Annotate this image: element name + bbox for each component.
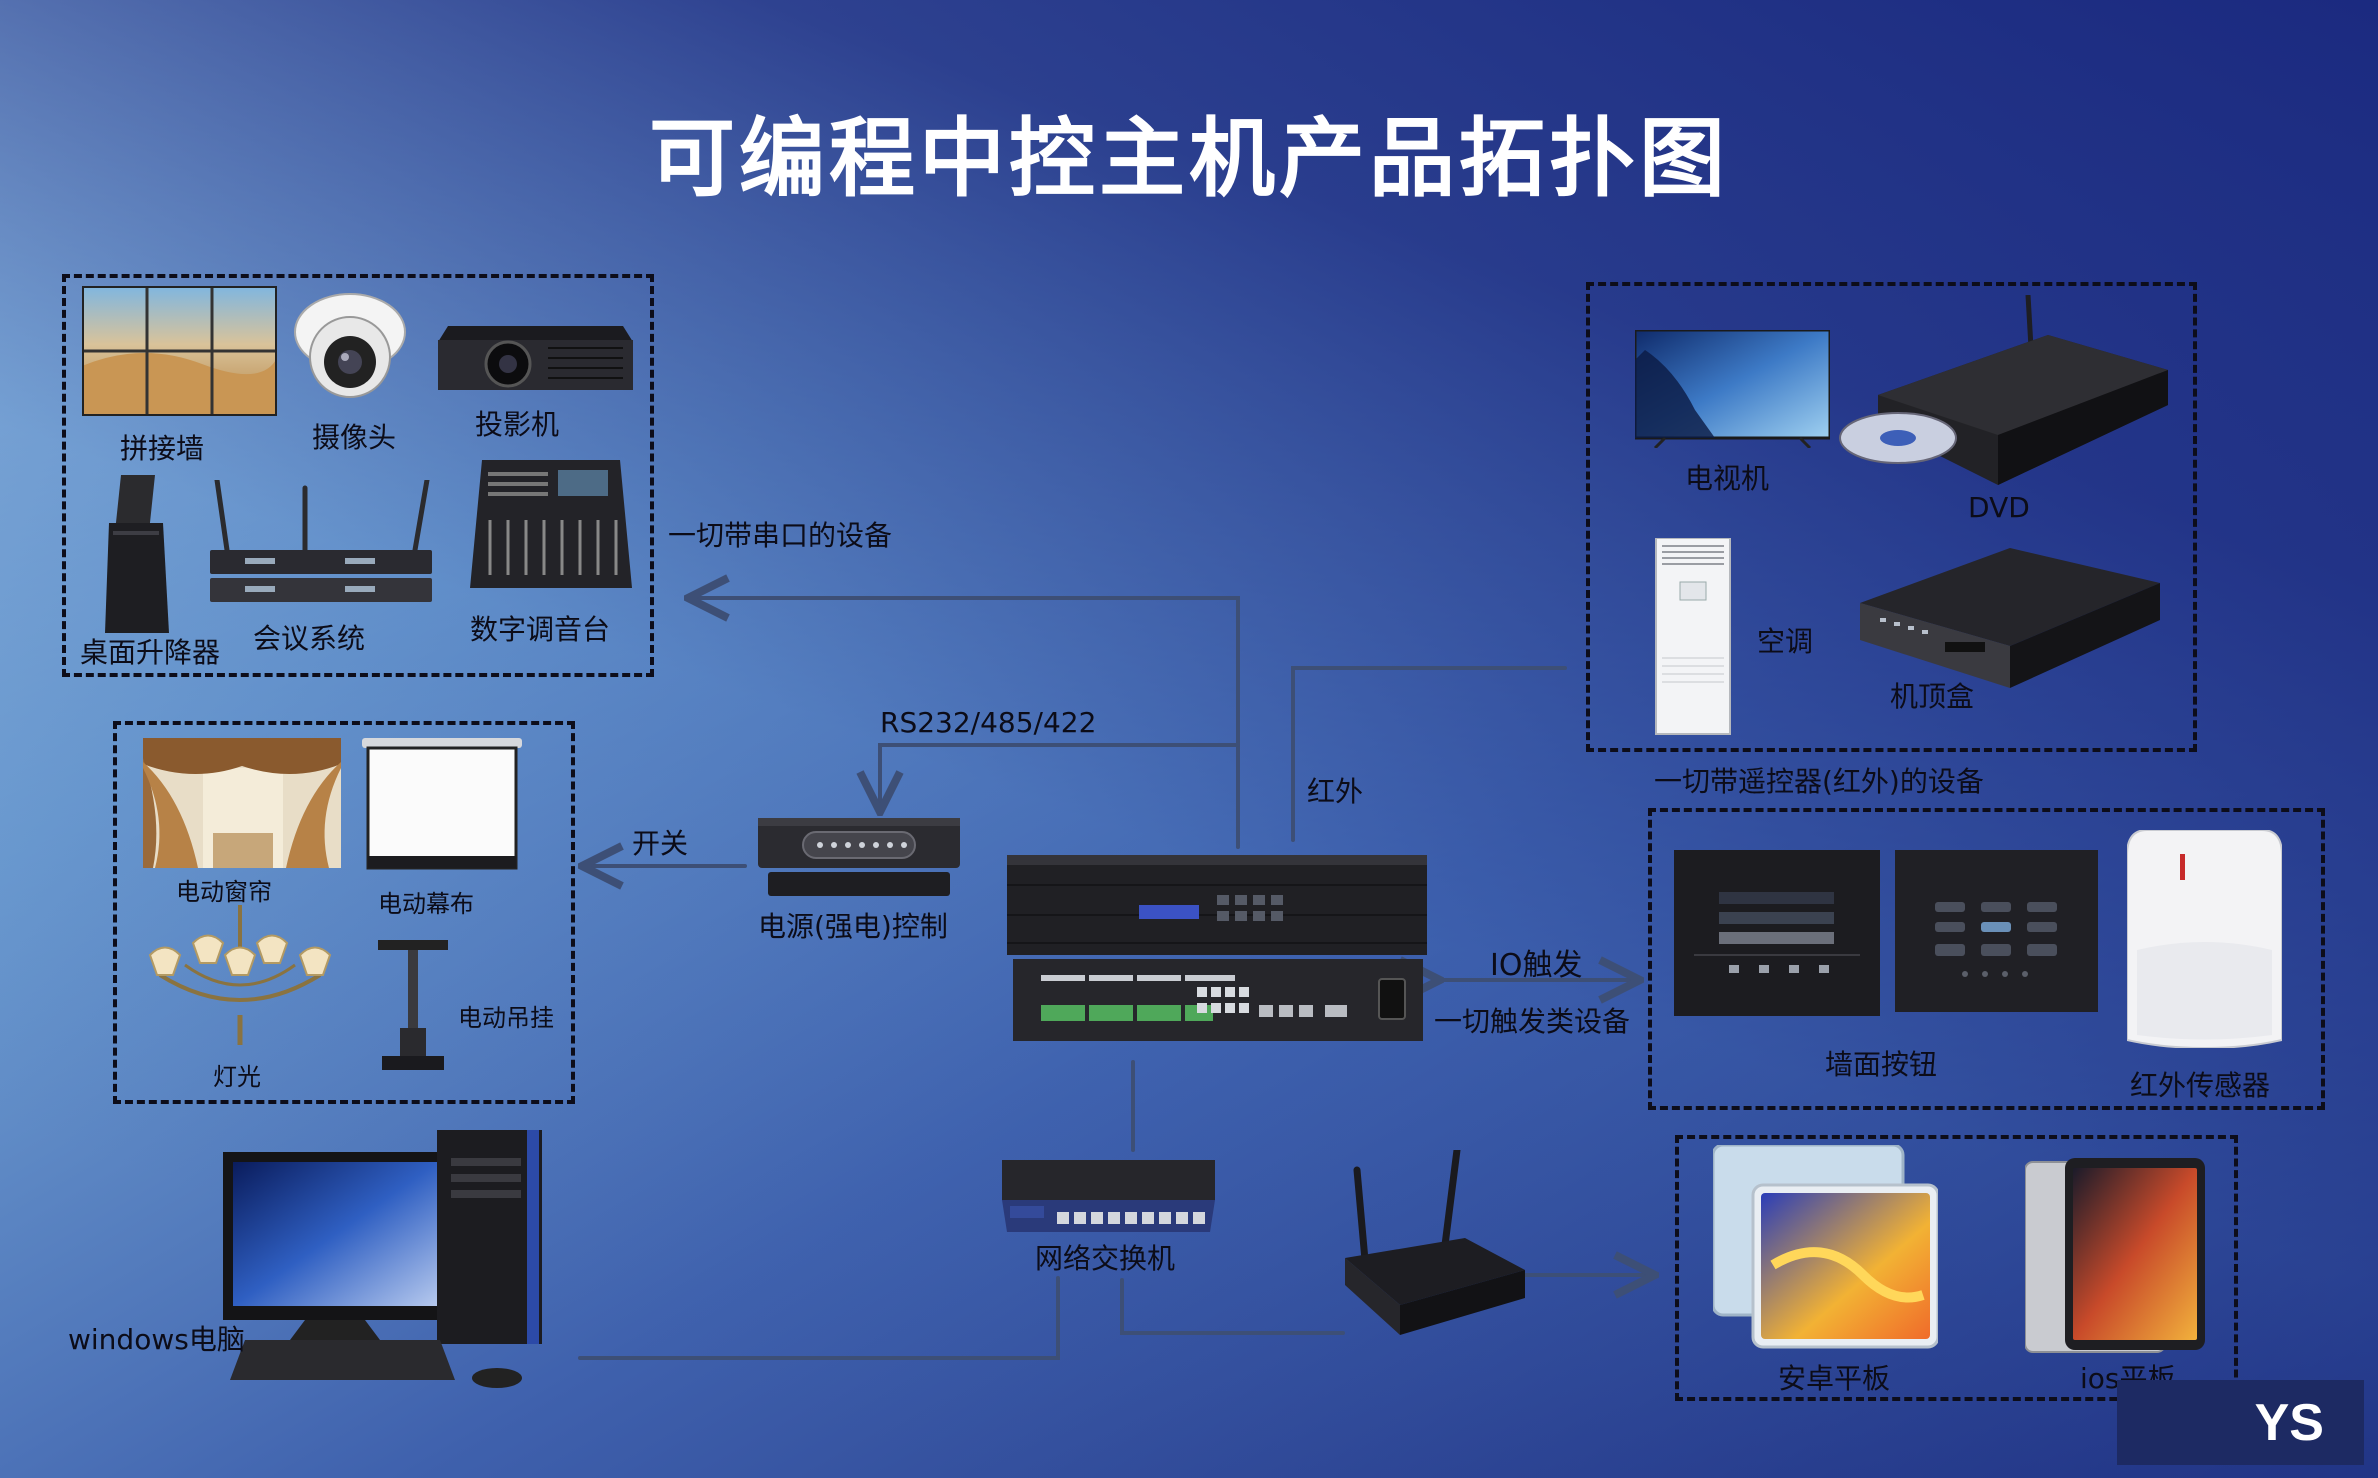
chandelier-icon [148, 905, 332, 1045]
power-controller-icon [758, 818, 960, 896]
device-label-camera: 摄像头 [312, 421, 397, 454]
device-label-light: 灯光 [213, 1063, 261, 1091]
router-icon [1345, 1150, 1525, 1335]
tv-icon [1635, 330, 1830, 448]
windows-pc-icon [223, 1130, 542, 1388]
air-conditioner-icon [1655, 538, 1731, 735]
digital-mixer-icon [470, 460, 632, 588]
wall-panel-screen-icon [1674, 850, 1880, 1016]
device-label-video-wall: 拼接墙 [120, 432, 205, 465]
set-top-box-icon [1860, 548, 2160, 688]
device-label-conference: 会议系统 [253, 622, 366, 655]
projector-lift-icon [378, 940, 448, 1070]
central-controller-icon [1007, 855, 1427, 1041]
device-label-screen: 电动幕布 [378, 890, 474, 918]
switch-device-group [113, 721, 575, 1104]
device-label-set-top-box: 机顶盒 [1890, 680, 1975, 713]
conference-system-icon [210, 480, 432, 602]
serial-device-group [62, 274, 654, 677]
projector-icon [438, 326, 633, 390]
io-device-group [1648, 808, 2325, 1110]
device-label-projector-lift: 电动吊挂 [458, 1004, 554, 1032]
device-label-projector: 投影机 [475, 408, 560, 441]
curtain-icon [143, 738, 341, 868]
pc-link [578, 1276, 1060, 1360]
rs232-link [880, 743, 1240, 812]
watermark-badge: YS [2117, 1380, 2364, 1465]
io-trigger-label: IO触发 [1490, 948, 1583, 983]
device-label-mixer: 数字调音台 [470, 613, 611, 646]
network-switch-label: 网络交换机 [1035, 1242, 1176, 1275]
desk-lifter-icon [105, 475, 169, 633]
serial-link [688, 598, 1240, 849]
device-label-tv: 电视机 [1685, 462, 1770, 495]
wall-panel-keypad-icon [1895, 850, 2098, 1012]
ir-sensor-icon [2127, 830, 2282, 1048]
ir-link-label: 红外 [1307, 775, 1364, 808]
rs232-link-label: RS232/485/422 [880, 706, 1097, 739]
device-label-air-conditioner: 空调 [1757, 625, 1814, 658]
tablet-device-group [1675, 1135, 2238, 1401]
network-switch-icon [1002, 1160, 1215, 1232]
ir-device-group [1586, 282, 2197, 752]
ir-group-caption: 一切带遥控器(红外)的设备 [1654, 765, 1984, 798]
video-wall-icon [82, 286, 277, 416]
device-label-android-tablet: 安卓平板 [1778, 1362, 1891, 1395]
android-tablet-icon [1713, 1145, 1938, 1349]
device-label-wall-button: 墙面按钮 [1825, 1048, 1938, 1081]
switch-link-label: 开关 [632, 827, 689, 860]
io-devices-label: 一切触发类设备 [1434, 1005, 1631, 1038]
diagram-title: 可编程中控主机产品拓扑图 [649, 109, 1729, 209]
device-label-ir-sensor: 红外传感器 [2130, 1069, 2271, 1102]
serial-group-caption: 一切带串口的设备 [668, 519, 893, 552]
device-label-dvd: DVD [1968, 491, 2030, 524]
power-control-label: 电源(强电)控制 [758, 910, 948, 943]
camera-icon [294, 293, 406, 398]
device-label-curtain: 电动窗帘 [176, 878, 272, 906]
ios-tablet-icon [2025, 1158, 2205, 1353]
pc-label: windows电脑 [68, 1323, 245, 1356]
router-link [1120, 1278, 1345, 1335]
dvd-player-icon [1839, 295, 2168, 485]
projection-screen-icon [362, 738, 522, 870]
ir-link [1291, 666, 1567, 842]
device-label-desk-lifter: 桌面升降器 [80, 636, 221, 669]
